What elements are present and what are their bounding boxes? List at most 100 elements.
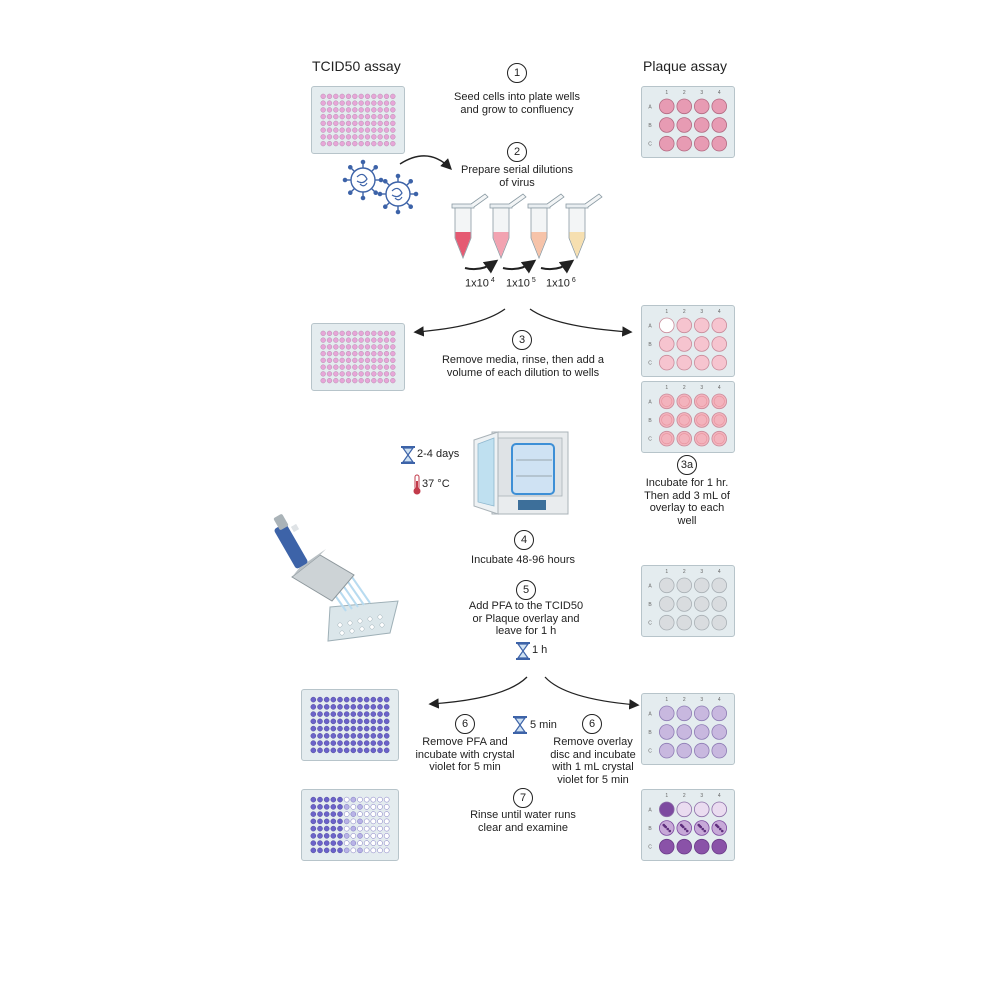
well: [350, 840, 357, 846]
well: [370, 840, 377, 846]
well: [326, 377, 333, 384]
well: [363, 747, 370, 754]
well: [658, 577, 675, 594]
well: [330, 718, 337, 725]
well: [364, 107, 371, 113]
well: [339, 93, 345, 100]
well: [337, 704, 343, 710]
well: [377, 107, 383, 113]
well: [320, 330, 326, 337]
well: [330, 825, 337, 832]
well: [694, 614, 710, 631]
well: [383, 704, 390, 710]
well: [383, 833, 390, 839]
plate-col-label: 2: [683, 309, 686, 315]
well: [694, 742, 710, 759]
plaque-spot: [698, 824, 702, 828]
well: [352, 350, 358, 357]
well: [364, 134, 371, 140]
well: [330, 696, 337, 703]
well: [358, 330, 364, 337]
well: [364, 350, 371, 357]
plate-row-label: A: [648, 711, 652, 717]
well: [352, 364, 358, 370]
well: [337, 811, 343, 817]
well: [345, 350, 352, 357]
well: [377, 804, 383, 810]
well: [320, 120, 326, 127]
well: [345, 330, 352, 337]
well: [371, 350, 377, 357]
well: [350, 740, 357, 746]
well: [320, 140, 326, 147]
well: [676, 354, 693, 371]
overlay-disc: [678, 433, 690, 445]
well: [358, 93, 364, 100]
well: [377, 718, 383, 725]
well: [339, 371, 345, 377]
well: [310, 825, 317, 832]
well: [317, 825, 323, 832]
well: [333, 120, 339, 127]
well: [370, 733, 377, 739]
well: [310, 796, 317, 803]
well: [345, 113, 352, 120]
overlay-disc: [696, 433, 708, 445]
well: [337, 847, 343, 854]
well: [343, 696, 350, 703]
well: [330, 847, 337, 854]
well: [350, 718, 357, 725]
plate-row-label: A: [648, 399, 652, 405]
well: [390, 364, 396, 370]
plate-row-label: C: [648, 845, 652, 851]
well: [326, 337, 333, 343]
well: [390, 330, 396, 337]
well: [383, 100, 390, 106]
hourglass-crystal-icon: [513, 716, 527, 734]
well: [371, 377, 377, 384]
plate-col-label: 4: [718, 793, 721, 799]
well: [383, 825, 390, 832]
plaque-spot: [720, 829, 724, 833]
well: [383, 93, 390, 100]
well: [363, 725, 370, 732]
plaque-spot: [703, 829, 707, 833]
well: [323, 847, 330, 854]
well: [330, 711, 337, 717]
pfa-time: 1 h: [532, 644, 548, 656]
well: [383, 350, 390, 357]
well: [694, 336, 710, 352]
well: [370, 804, 377, 810]
well: [658, 838, 675, 855]
well: [339, 140, 345, 147]
well: [358, 344, 364, 350]
well: [383, 711, 390, 717]
well: [343, 811, 350, 817]
well: [339, 107, 345, 113]
well: [711, 117, 728, 133]
well: [320, 127, 326, 133]
well: [352, 134, 358, 140]
well: [343, 796, 350, 803]
well: [363, 704, 370, 710]
well: [345, 344, 352, 350]
well: [310, 818, 317, 825]
well: [345, 364, 352, 370]
well: [364, 337, 371, 343]
well: [694, 135, 710, 152]
well: [320, 113, 326, 120]
well: [337, 711, 343, 717]
well: [377, 371, 383, 377]
well: [390, 120, 396, 127]
well: [310, 747, 317, 754]
well: [350, 704, 357, 710]
well: [333, 337, 339, 343]
overlay-disc: [696, 414, 708, 426]
multichannel-pipette-icon: [273, 514, 399, 642]
well: [658, 614, 675, 631]
well: [370, 833, 377, 839]
